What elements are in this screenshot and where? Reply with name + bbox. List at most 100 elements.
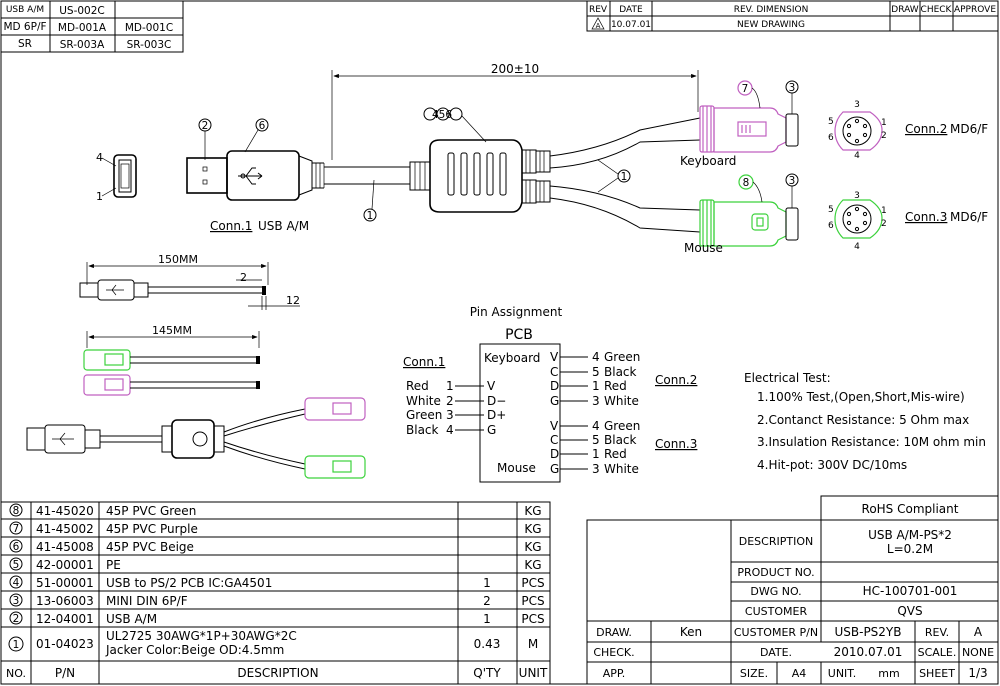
bom-unit: KG [524,504,541,518]
rev-header: DRAW [891,5,918,15]
pin-signal: D+ [487,408,506,422]
balloon-3b-label: 3 [789,175,796,187]
bom-desc: 45P PVC Purple [106,522,198,536]
bom-desc: 45P PVC Green [106,504,196,518]
pin-number: 1 [592,379,600,393]
pin-row-mouse: G 3 White [550,462,639,476]
bom-pn: 01-04023 [36,637,94,651]
pin-number: 3 [592,462,600,476]
pin-color: Black [604,365,637,379]
dimension-total: 200±10 [491,62,539,76]
bom-row: 1 01-04023 UL2725 30AWG*1P+30AWG*2C Jack… [8,629,538,657]
dimension-2: 2 [240,271,247,284]
pa-conn1: Conn.1 [403,355,445,369]
balloon-8-label: 8 [743,177,750,189]
din-pin: 3 [854,100,860,110]
electrical-test-item: 1.100% Test,(Open,Short,Mis-wire) [757,390,965,404]
din-pin: 1 [881,118,887,128]
bom-unit: PCS [521,612,544,626]
xref-cell: US-002C [59,5,105,17]
conn1-label: Conn.1 [210,219,252,233]
balloon-4 [423,107,437,121]
pin-row-keyboard: V 4 Green [550,350,640,364]
bom-desc: USB to PS/2 PCB IC:GA4501 [106,576,272,590]
pcb-title: PCB [505,327,533,343]
bom-pn: 41-45008 [36,540,94,554]
bom-desc-line2: Jacker Color:Beige OD:4.5mm [105,643,284,657]
xref-cell: USB A/M [6,5,44,15]
conn2-label: Conn.2 [905,122,947,136]
rev-header: CHECK [921,5,953,15]
conn3-label: Conn.3 [905,210,947,224]
pin-color: Green [604,419,640,433]
bom-qty: 0.43 [474,637,501,651]
bom-pn: 12-04001 [36,612,94,626]
mouse-connector [699,199,799,247]
pin-row-keyboard: C 5 Black [550,365,637,379]
balloon-1b-label: 1 [621,171,628,183]
din-pin: 3 [854,191,860,201]
bom-unit: M [528,637,538,651]
usb-pin-label: 4 [96,151,103,164]
pin-signal: V [487,379,496,393]
electrical-test-item: 2.Contanct Resistance: 5 Ohm max [757,413,969,427]
bom-row: 5 42-00001 PE KG [9,557,542,572]
din-pin: 6 [828,133,834,143]
pin-signal: C [550,365,558,379]
balloon-1-label: 1 [367,210,374,222]
xref-cell: MD-001C [125,22,173,34]
pin-signal: G [487,423,496,437]
balloon-1 [363,208,377,222]
usb-end-view: 4 1 [96,151,137,203]
tb-label: CHECK. [593,646,634,659]
conn1-type: USB A/M [258,219,309,233]
pcb-mouse-label: Mouse [497,461,536,475]
tb-label: UNIT. [828,667,856,680]
pin-number: 4 [446,423,454,437]
dimension-150: 150MM [158,253,198,266]
tb-label: DATE. [760,646,792,659]
pcb-keyboard-label: Keyboard [484,351,540,365]
usb-logo-icon [106,284,124,296]
bom-no: 1 [13,639,20,651]
bom-desc: USB A/M [106,612,157,626]
usb-logo-icon [52,432,74,446]
mouse-label: Mouse [684,241,723,255]
bom-row: 6 41-45008 45P PVC Beige KG [9,539,542,554]
tb-label: CUSTOMER P/N [734,626,818,639]
bom-no: 7 [13,523,20,535]
pin-color: White [604,394,639,408]
din-pin: 1 [881,206,887,216]
keyboard-connector [699,105,799,153]
tb-label: DWG NO. [750,585,801,598]
bom-no: 8 [13,505,20,517]
bom-desc: 45P PVC Beige [106,540,194,554]
pin-assignment-title: Pin Assignment [470,305,563,319]
pin-number: 3 [446,408,454,422]
tb-unit: mm [878,667,899,680]
pin-signal: D [550,447,559,461]
balloon-6b [449,107,463,121]
pin-signal: C [550,433,558,447]
tb-rev: A [974,625,983,639]
din-pin: 5 [828,205,834,215]
din-face-conn2: 3 1 2 4 5 6 [828,100,887,161]
pin-color: Red [406,379,429,393]
pin-color: Red [604,447,627,461]
bom-header: UNIT [519,666,548,680]
pin-row-mouse: D 1 Red [550,447,627,461]
bom-header: NO. [6,667,26,680]
din-pin: 2 [881,131,887,141]
pin-color: Green [406,408,442,422]
usb-pin-label: 1 [96,190,103,203]
pa-conn3: Conn.3 [655,437,697,451]
pin-row-left: Black 4 G [406,423,496,437]
dimension-12: 12 [286,294,300,307]
rev-value: A [596,22,601,30]
bom-row: 4 51-00001 USB to PS/2 PCB IC:GA4501 1 P… [9,575,545,590]
pa-conn2: Conn.2 [655,373,697,387]
din-pin: 5 [828,117,834,127]
bom-unit: KG [524,540,541,554]
pin-row-left: Green 3 D+ [406,408,506,422]
bom-header: P/N [55,666,75,680]
